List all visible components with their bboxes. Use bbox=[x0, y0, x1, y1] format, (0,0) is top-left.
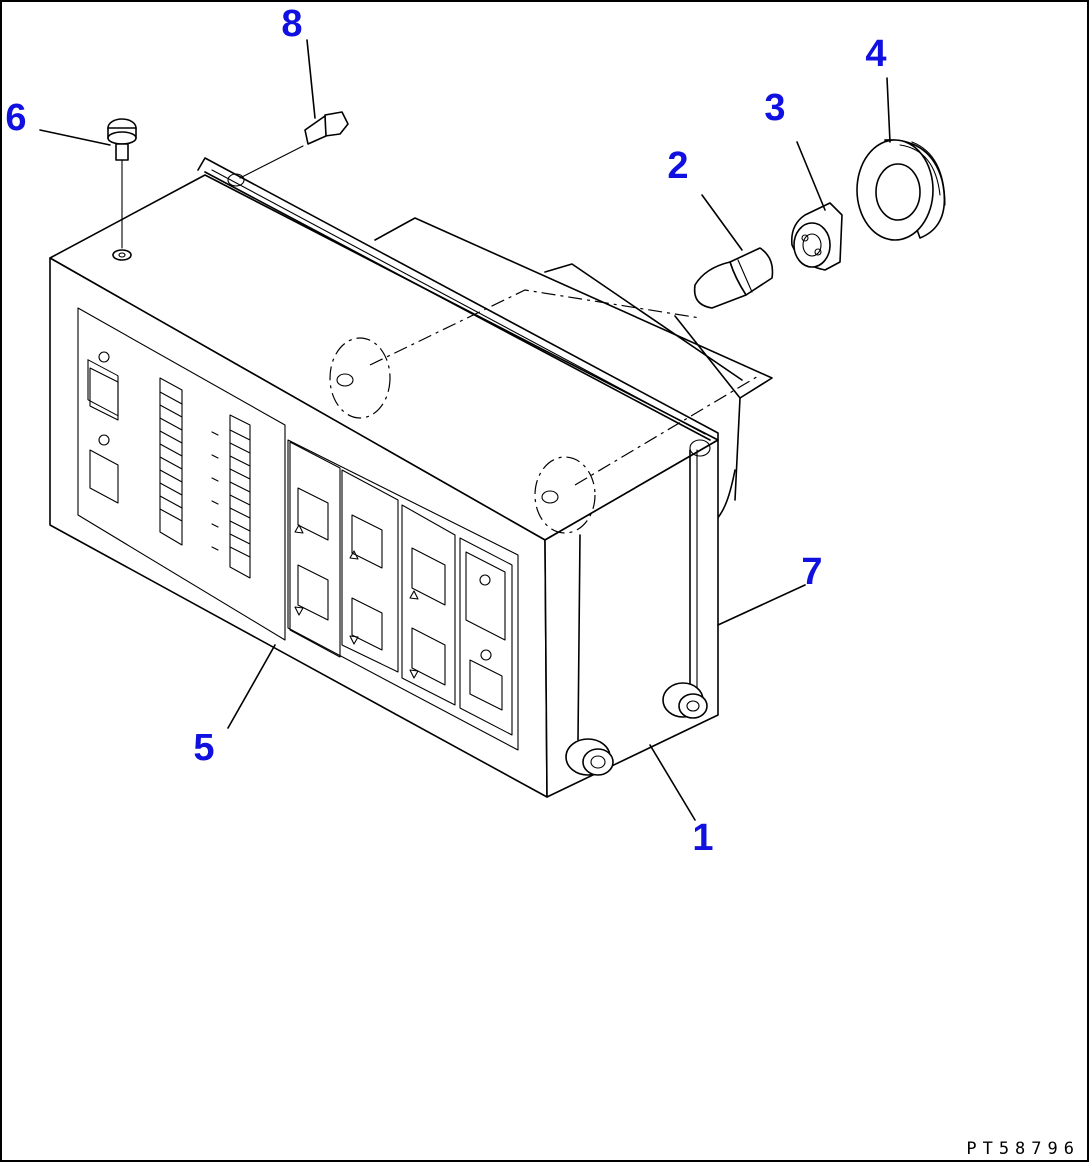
bolt bbox=[239, 111, 349, 179]
screw bbox=[107, 118, 137, 249]
adjust-knob bbox=[565, 682, 708, 776]
panel-body bbox=[49, 157, 761, 798]
leader-lines bbox=[39, 39, 891, 821]
callout-7: 7 bbox=[801, 551, 822, 593]
socket bbox=[790, 202, 843, 271]
callout-2: 2 bbox=[667, 145, 688, 187]
callout-6: 6 bbox=[5, 97, 26, 139]
drawing-number: PT58796 bbox=[966, 1139, 1080, 1159]
ring bbox=[856, 139, 946, 241]
callout-5: 5 bbox=[193, 727, 214, 769]
callout-8: 8 bbox=[281, 3, 302, 45]
bulb bbox=[693, 247, 774, 309]
callout-1: 1 bbox=[692, 817, 713, 859]
panel-front-face bbox=[77, 307, 519, 751]
callout-4: 4 bbox=[865, 33, 886, 75]
callout-3: 3 bbox=[764, 87, 785, 129]
